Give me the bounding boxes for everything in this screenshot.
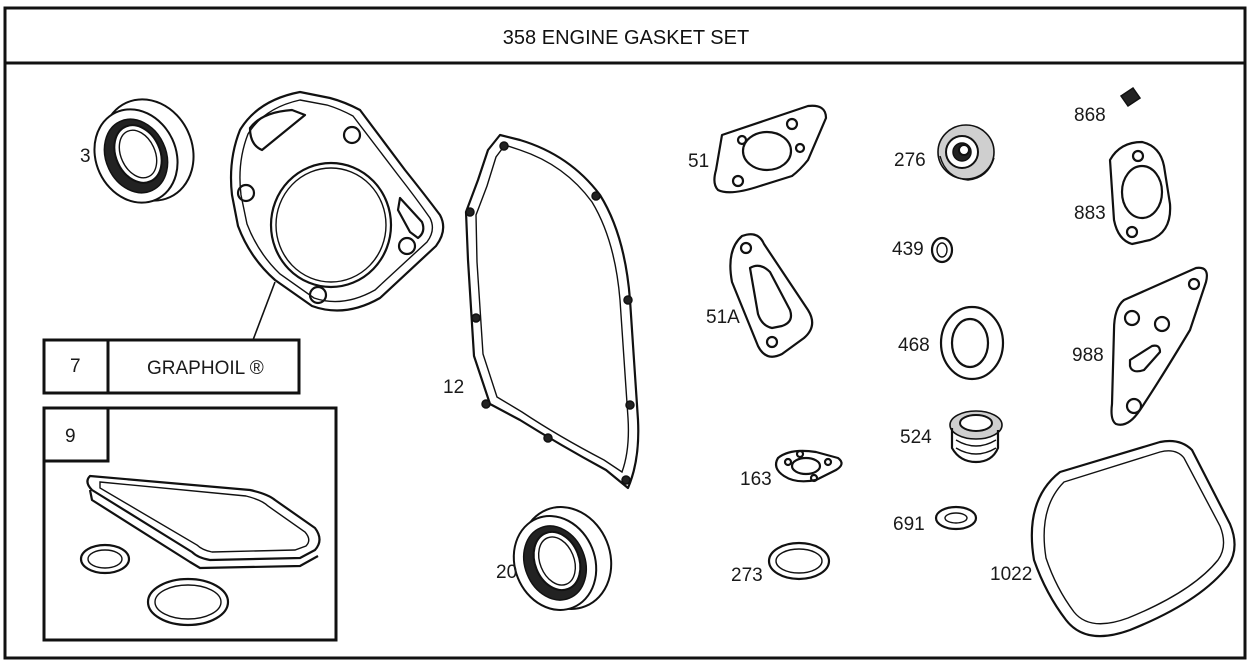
part-label-12: 12 bbox=[443, 377, 464, 398]
diagram-frame bbox=[3, 6, 1247, 660]
washer-468 bbox=[939, 305, 1005, 381]
clip-868 bbox=[1119, 86, 1142, 108]
oil-seal-20 bbox=[512, 506, 613, 611]
part-label-883: 883 bbox=[1074, 203, 1106, 224]
part-label-163: 163 bbox=[740, 469, 772, 490]
oil-seal-3 bbox=[93, 98, 195, 204]
part-label-691: 691 bbox=[893, 514, 925, 535]
ring-273 bbox=[767, 541, 831, 581]
plug-524 bbox=[949, 410, 1003, 464]
crankcase-gasket-12 bbox=[464, 133, 640, 490]
gasket-883 bbox=[1108, 140, 1172, 246]
washer-439 bbox=[930, 236, 954, 264]
gasket-51a bbox=[729, 233, 814, 358]
head-gasket-7 bbox=[229, 90, 445, 312]
part-label-468: 468 bbox=[898, 335, 930, 356]
part-label-3: 3 bbox=[80, 146, 91, 167]
part-label-988: 988 bbox=[1072, 345, 1104, 366]
graphoil-leader bbox=[252, 281, 276, 341]
part-label-868: 868 bbox=[1074, 105, 1106, 126]
part-label-51: 51 bbox=[688, 151, 709, 172]
part-label-524: 524 bbox=[900, 427, 932, 448]
part-label-439: 439 bbox=[892, 239, 924, 260]
valve-cover-gasket-kit bbox=[79, 474, 321, 627]
graphoil-box bbox=[42, 338, 301, 395]
washer-691 bbox=[934, 505, 978, 531]
diagram-title: 358 ENGINE GASKET SET bbox=[503, 27, 749, 49]
valve-cover-gasket-1022 bbox=[1030, 439, 1236, 638]
part-label-1022: 1022 bbox=[990, 564, 1032, 585]
gasket-988 bbox=[1110, 266, 1208, 426]
part-label-273: 273 bbox=[731, 565, 763, 586]
intake-gasket-51 bbox=[713, 104, 828, 194]
seal-276 bbox=[937, 124, 995, 181]
part-label-51a: 51A bbox=[706, 307, 740, 328]
kit-box-9 bbox=[42, 406, 338, 642]
graphoil-text: GRAPHOIL ® bbox=[147, 358, 264, 379]
part-label-9: 9 bbox=[65, 426, 76, 447]
gasket-163 bbox=[774, 449, 843, 483]
part-label-20: 20 bbox=[496, 562, 517, 583]
part-label-276: 276 bbox=[894, 150, 926, 171]
part-label-7: 7 bbox=[70, 356, 81, 377]
